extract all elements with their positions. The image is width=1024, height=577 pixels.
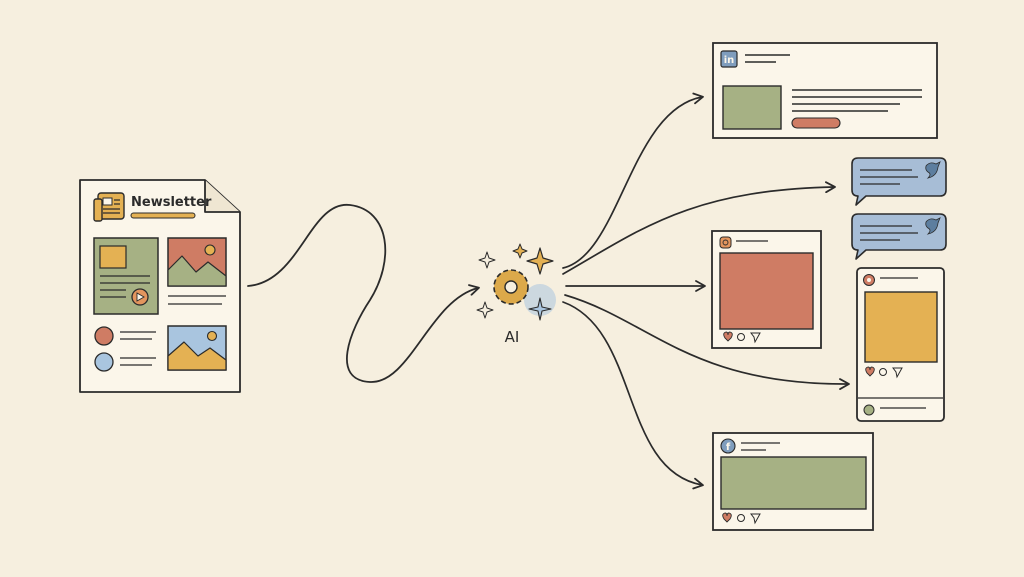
linkedin-icon (720, 50, 738, 68)
share-icon (892, 367, 903, 379)
avatar (863, 404, 875, 416)
share-icon (750, 332, 761, 344)
newsletter-title: Newsletter (131, 195, 212, 210)
comment-icon (879, 368, 887, 376)
arrow-to-pinterest (564, 294, 850, 390)
sparkle-icon (512, 243, 528, 259)
avatar (94, 352, 114, 372)
landscape-image-icon (167, 325, 227, 371)
input-connector (247, 204, 480, 383)
heart-icon (723, 331, 733, 342)
bird-icon (925, 217, 941, 235)
sparkle-icon (476, 301, 494, 319)
facebook-post-card: f (712, 432, 874, 531)
ai-hub: AI (476, 243, 556, 346)
post-image (722, 85, 782, 130)
comment-icon (737, 333, 745, 341)
camera-icon (719, 236, 732, 249)
landscape-image-icon (167, 237, 227, 287)
linkedin-post-card: in (712, 42, 938, 139)
post-image (720, 456, 867, 510)
sparkle-icon (478, 251, 496, 269)
cta-pill (791, 117, 841, 129)
comment-icon (737, 514, 745, 522)
arrow-to-linkedin (562, 92, 704, 269)
gear-icon (493, 269, 529, 305)
title-underline (130, 212, 196, 219)
facebook-icon (720, 438, 736, 454)
twitter-post-bubble (851, 157, 947, 206)
post-image (719, 252, 814, 330)
output-arrows (562, 92, 850, 490)
avatar (94, 326, 114, 346)
heart-icon (865, 366, 875, 377)
post-image (864, 291, 938, 363)
linkedin-badge: in (724, 55, 735, 66)
sparkle-icon (528, 297, 552, 321)
facebook-badge: f (726, 442, 731, 453)
twitter-post-bubble (851, 213, 947, 260)
heart-icon (722, 512, 732, 523)
instagram-post-card (711, 230, 822, 349)
ai-label: AI (505, 328, 520, 346)
arrow-to-twitter (562, 181, 836, 275)
pinterest-post-card (856, 267, 945, 422)
bird-icon (925, 161, 941, 179)
newsletter-document: Newsletter (79, 179, 241, 393)
newspaper-icon (93, 192, 125, 222)
article-block (93, 237, 159, 315)
arrow-to-facebook (562, 301, 704, 490)
share-icon (750, 513, 761, 525)
sparkle-icon (526, 247, 554, 275)
